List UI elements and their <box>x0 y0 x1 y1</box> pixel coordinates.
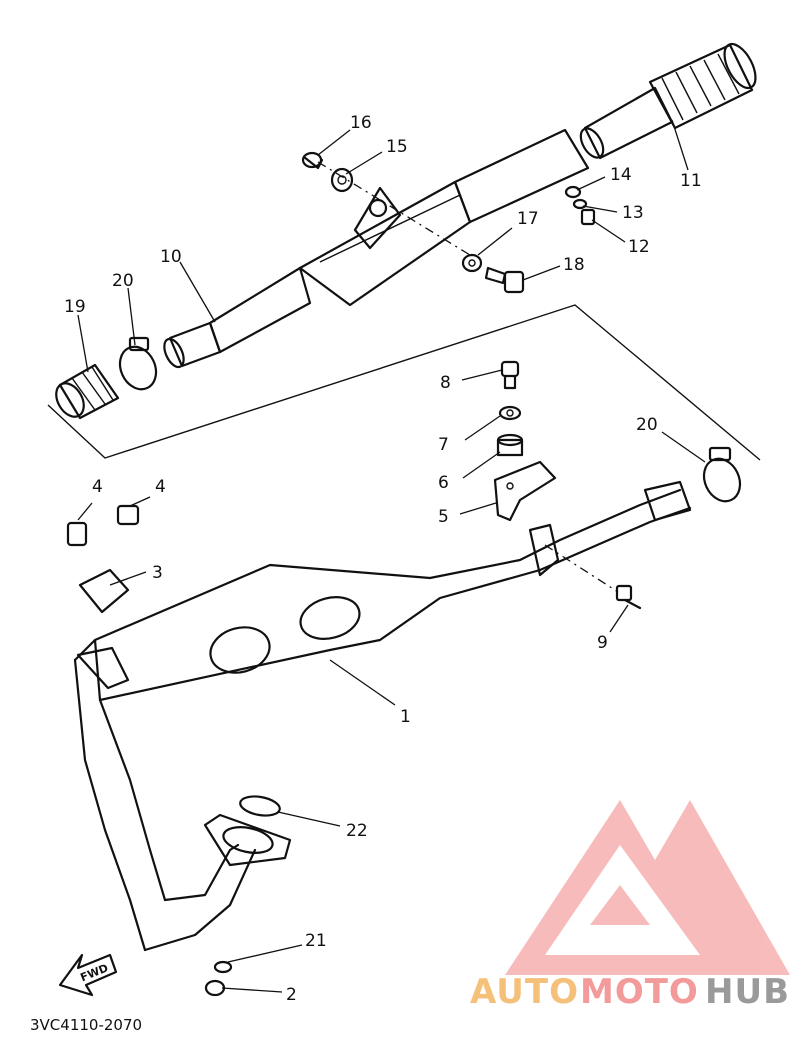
label-part-11: 11 <box>680 171 702 191</box>
label-part-6: 6 <box>438 473 449 493</box>
label-part-18: 18 <box>563 255 585 275</box>
label-part-21: 21 <box>305 931 327 951</box>
label-part-13: 13 <box>622 203 644 223</box>
label-part-20-lower: 20 <box>636 415 658 435</box>
label-part-12: 12 <box>628 237 650 257</box>
part-18-bolt <box>484 266 525 294</box>
part-6-damper <box>496 433 524 457</box>
watermark-text-moto: MOTO <box>580 972 699 1012</box>
label-part-1: 1 <box>400 707 411 727</box>
label-part-19: 19 <box>64 297 86 317</box>
part-4-bolt-left <box>66 521 88 547</box>
watermark-text-hub: HUB <box>705 972 790 1012</box>
part-19-joint <box>55 363 120 420</box>
part-21-washer <box>213 960 233 974</box>
label-part-22: 22 <box>346 821 368 841</box>
part-1-exhaust-pipe <box>73 480 692 952</box>
label-part-20-upper: 20 <box>112 271 134 291</box>
label-part-7: 7 <box>438 435 449 455</box>
label-part-2: 2 <box>286 985 297 1005</box>
label-part-3: 3 <box>152 563 163 583</box>
part-10-muffler <box>163 128 590 369</box>
part-4-bolt-right <box>116 504 140 526</box>
part-20-clamp-upper <box>118 336 158 391</box>
part-20-clamp-lower <box>702 446 742 503</box>
label-part-14: 14 <box>610 165 632 185</box>
leader-lines <box>77 119 706 993</box>
label-part-16: 16 <box>350 113 372 133</box>
part-22-gasket <box>239 795 281 817</box>
label-part-4-right: 4 <box>155 477 166 497</box>
label-part-5: 5 <box>438 507 449 527</box>
part-9-bolt <box>615 584 642 610</box>
part-7-washer <box>498 405 522 421</box>
label-part-9: 9 <box>597 633 608 653</box>
part-13-washer <box>572 198 588 210</box>
part-5-bracket <box>493 460 557 522</box>
automotohub-logo <box>505 800 790 975</box>
assembly-axis-bracket <box>317 161 471 256</box>
part-8-bolt <box>500 360 520 390</box>
part-16-collar <box>301 151 324 170</box>
part-17-washer <box>461 253 483 273</box>
part-2-nut <box>204 979 226 997</box>
label-part-17: 17 <box>517 209 539 229</box>
fwd-arrow-icon: FWD <box>58 953 118 997</box>
watermark-text-auto: AUTO <box>470 972 579 1012</box>
part-12-bolt <box>580 208 596 226</box>
label-part-10: 10 <box>160 247 182 267</box>
muffler-assembly-outline <box>47 304 761 461</box>
part-11-tail-pipe <box>579 42 757 160</box>
diagram-code: 3VC4110-2070 <box>30 1016 142 1034</box>
label-part-4-left: 4 <box>92 477 103 497</box>
label-part-8: 8 <box>440 373 451 393</box>
part-3-bracket <box>78 568 130 614</box>
label-part-15: 15 <box>386 137 408 157</box>
part-14-washer <box>564 185 582 199</box>
